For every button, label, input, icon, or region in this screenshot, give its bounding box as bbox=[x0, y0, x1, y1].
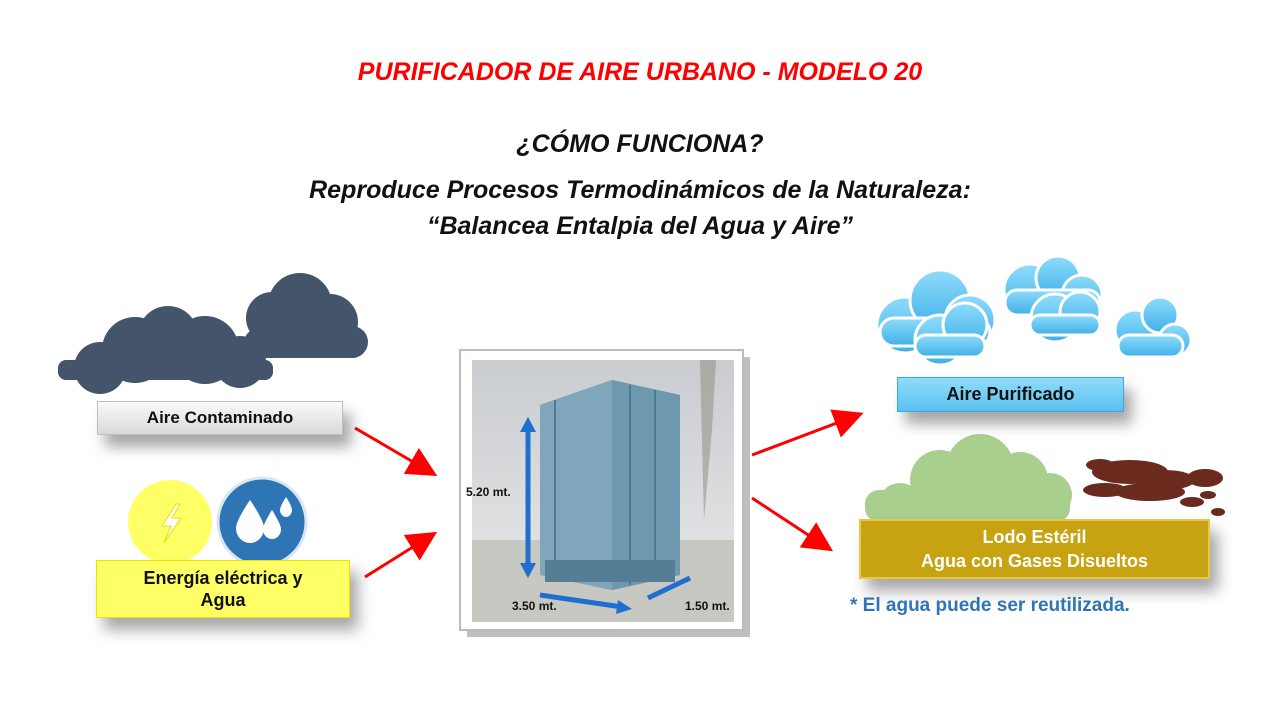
sludge-puddle-icon bbox=[1083, 459, 1225, 516]
polluted-cloud-icon bbox=[58, 273, 368, 394]
width-dimension-label: 3.50 mt. bbox=[512, 599, 557, 613]
subtitle-line-1: Reproduce Procesos Termodinámicos de la … bbox=[309, 176, 971, 204]
height-dimension-label: 5.20 mt. bbox=[466, 485, 511, 499]
reuse-note: * El agua puede ser reutilizada. bbox=[850, 595, 1130, 616]
sludge-text-line-1: Lodo Estéril bbox=[982, 527, 1087, 547]
purified-air-text: Aire Purificado bbox=[946, 384, 1075, 404]
subtitle-line-2: “Balancea Entalpia del Agua y Aire” bbox=[426, 212, 854, 240]
page-title: PURIFICADOR DE AIRE URBANO - MODELO 20 bbox=[357, 58, 923, 86]
energy-water-text-line-1: Energía eléctrica y bbox=[143, 568, 303, 588]
energy-icon bbox=[128, 480, 212, 564]
arrow-device-to-sludge bbox=[751, 496, 834, 552]
water-drop-icon bbox=[216, 476, 308, 568]
sludge-label: Lodo Estéril Agua con Gases Disueltos bbox=[859, 519, 1210, 579]
arrow-air-to-device bbox=[354, 426, 438, 477]
clean-cloud-icon bbox=[875, 254, 1193, 367]
purified-air-label: Aire Purificado bbox=[897, 377, 1124, 412]
polluted-air-text: Aire Contaminado bbox=[146, 408, 294, 427]
question-heading: ¿CÓMO FUNCIONA? bbox=[516, 130, 764, 158]
purifier-photo bbox=[459, 349, 750, 637]
polluted-air-label: Aire Contaminado bbox=[97, 401, 343, 435]
gas-cloud-icon bbox=[865, 434, 1072, 527]
energy-water-text-line-2: Agua bbox=[200, 590, 246, 610]
depth-dimension-label: 1.50 mt. bbox=[685, 599, 730, 613]
sludge-text-line-2: Agua con Gases Disueltos bbox=[920, 551, 1149, 571]
arrow-device-to-clean-air bbox=[751, 409, 864, 457]
energy-water-label: Energía eléctrica y Agua bbox=[96, 560, 350, 618]
arrow-energy-to-device bbox=[364, 531, 438, 579]
